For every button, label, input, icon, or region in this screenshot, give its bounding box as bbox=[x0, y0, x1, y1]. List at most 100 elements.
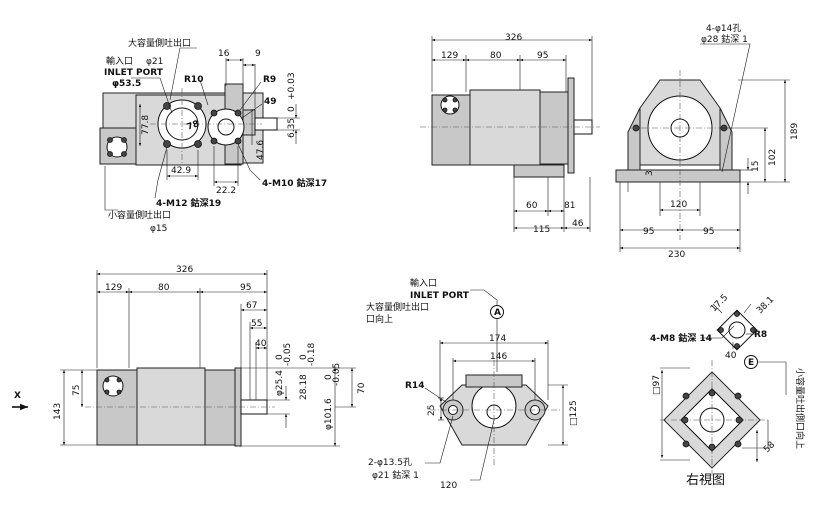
bolt-hole-icon bbox=[107, 151, 113, 157]
inlet-cn-label: 輸入口 bbox=[410, 277, 437, 289]
x-mark: X bbox=[14, 391, 21, 401]
bolt-hole-icon bbox=[121, 151, 127, 157]
shaft2-label: 28.18 bbox=[299, 374, 309, 400]
bolt-hole-icon bbox=[452, 107, 458, 113]
marker-a-circle bbox=[490, 305, 504, 319]
d102-label: 102 bbox=[768, 149, 778, 166]
view-bottom-left: X 326 129 80 95 67 55 40 φ25.4 0 -0.05 2… bbox=[12, 265, 367, 447]
r14-label: R14 bbox=[405, 381, 424, 391]
d81-label: 81 bbox=[564, 201, 575, 211]
d78-label: 78 bbox=[186, 119, 201, 133]
d143-label: 143 bbox=[53, 403, 63, 420]
small-dia-label: φ15 bbox=[150, 224, 167, 234]
small-flange-port bbox=[728, 321, 746, 339]
large-outlet-label: 大容量側吐出口 bbox=[366, 301, 429, 313]
pilot-label: φ101.6 bbox=[324, 398, 334, 430]
counterbore-label: φ21 鈷深 1 bbox=[372, 469, 419, 481]
flange-boss bbox=[242, 109, 256, 136]
d326-label: 326 bbox=[176, 265, 193, 275]
front-housing-bl bbox=[204, 369, 236, 446]
d129-label: 129 bbox=[441, 51, 458, 61]
m12-label: 4-M12 鈷深19 bbox=[156, 197, 221, 209]
bolt-hole-icon bbox=[121, 137, 127, 143]
small-outlet-label: 小容量側吐出口 bbox=[108, 209, 171, 221]
shaft1-label: φ25.4 bbox=[275, 370, 285, 396]
r10-label: R10 bbox=[184, 75, 203, 85]
d60-label: 60 bbox=[526, 201, 538, 211]
d80-label: 80 bbox=[158, 283, 170, 293]
shaft2-tol-a: 0 bbox=[299, 354, 309, 360]
d40-label: 40 bbox=[255, 339, 267, 349]
hole-label: 4-φ14孔 bbox=[706, 23, 741, 34]
d15-label: 15 bbox=[751, 161, 761, 172]
tol-b-label: 0 bbox=[287, 106, 297, 112]
r9-label: R9 bbox=[263, 75, 276, 85]
marker-e-circle bbox=[744, 355, 758, 369]
d9-label: 9 bbox=[255, 49, 261, 59]
d174-label: 174 bbox=[489, 334, 506, 344]
d25-label: 25 bbox=[427, 405, 437, 416]
bolt-hole-icon bbox=[442, 107, 448, 113]
bolt-hole-icon bbox=[194, 102, 202, 110]
pilot-tol-a: 0 bbox=[324, 374, 334, 380]
shaft1-tol-a: 0 bbox=[275, 354, 285, 360]
bolt-hole-icon bbox=[682, 392, 690, 400]
d95-label: 95 bbox=[240, 283, 251, 293]
bolt-hole-icon bbox=[194, 140, 202, 148]
bolt-hole-icon bbox=[104, 377, 110, 383]
bolt-hole-icon bbox=[234, 137, 242, 145]
d47-6-label: 47.6 bbox=[256, 140, 266, 160]
d95b-label: 95 bbox=[703, 227, 714, 237]
bolt-hole-icon bbox=[734, 343, 740, 349]
view-far-right: 4-φ14孔 φ28 鈷深 1 189 102 15 3 120 95 95 2… bbox=[615, 23, 800, 260]
d146-label: 146 bbox=[490, 352, 507, 362]
bolt-hole-icon bbox=[750, 327, 756, 333]
d120-label: 120 bbox=[440, 481, 457, 491]
bolt-hole-icon bbox=[734, 392, 742, 400]
marker-e: E bbox=[748, 358, 754, 368]
d115-label: 115 bbox=[533, 225, 550, 235]
d125-label: □125 bbox=[569, 400, 579, 426]
d55-label: 55 bbox=[251, 319, 262, 329]
d22-2-label: 22.2 bbox=[216, 186, 236, 196]
d16-label: 16 bbox=[218, 49, 230, 59]
inlet-en-label: INLET PORT bbox=[410, 291, 470, 301]
d189-label: 189 bbox=[790, 123, 800, 140]
d42-9-label: 42.9 bbox=[171, 166, 191, 176]
d95-label: 95 bbox=[537, 51, 548, 61]
marker-a: A bbox=[494, 308, 501, 318]
front-housing bbox=[539, 91, 569, 165]
m10-label: 4-M10 鈷深17 bbox=[262, 177, 327, 189]
bolt-hole-icon bbox=[452, 97, 458, 103]
view-bottom-mid: 輸入口 INLET PORT 大容量側吐出口 口向上 A 174 146 R14… bbox=[366, 277, 579, 491]
view-top-left: 大容量側吐出口 輸入口 φ21 INLET PORT φ53.5 R10 16 … bbox=[99, 37, 327, 234]
d49-label: 49 bbox=[264, 97, 277, 107]
shaft1-tol-b: -0.05 bbox=[283, 343, 293, 366]
inlet-cn-label: 輸入口 bbox=[106, 55, 133, 67]
shaft2-tol-b: -0.18 bbox=[307, 342, 317, 366]
r8-label: R8 bbox=[754, 330, 767, 340]
bolt-hole-icon bbox=[210, 137, 218, 145]
inlet-dia-label: φ21 bbox=[146, 57, 163, 67]
base-plate bbox=[615, 169, 741, 183]
bolt-hole-icon bbox=[734, 440, 742, 448]
foot-right bbox=[719, 107, 733, 171]
bolt-hole-icon bbox=[682, 440, 690, 448]
foot-left bbox=[627, 107, 641, 171]
bolt-hole-icon bbox=[718, 327, 724, 333]
d97-label: □97 bbox=[652, 375, 662, 395]
bolt-hole-icon bbox=[734, 311, 740, 317]
right-view-caption: 右視图 bbox=[686, 473, 725, 488]
d95a-label: 95 bbox=[643, 227, 654, 237]
direction-label: 口向上 bbox=[366, 313, 393, 325]
d46-label: 46 bbox=[572, 219, 584, 229]
d129-label: 129 bbox=[105, 283, 122, 293]
d230-label: 230 bbox=[668, 250, 685, 260]
d58-label: 58 bbox=[762, 440, 777, 455]
d80-label: 80 bbox=[490, 51, 502, 61]
d38-1-label: 38.1 bbox=[755, 295, 776, 316]
d77-8-label: 77.8 bbox=[141, 115, 151, 135]
bolt-hole-icon bbox=[163, 140, 171, 148]
d6-35-label: 6.35 bbox=[287, 118, 297, 138]
